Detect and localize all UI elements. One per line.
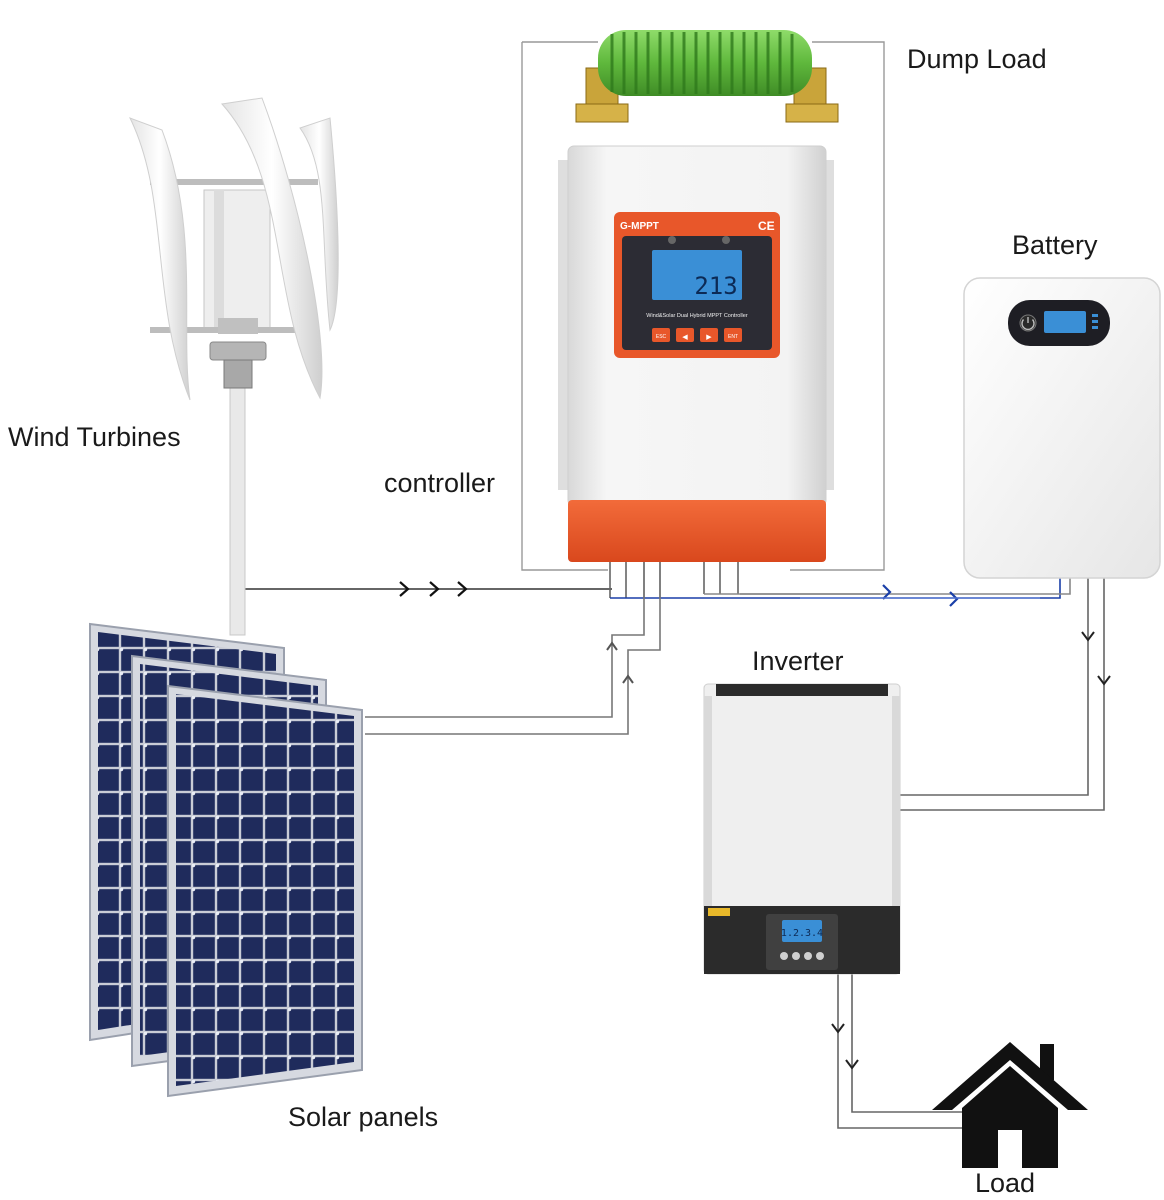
controller-group-border bbox=[521, 41, 885, 571]
solar-panels bbox=[89, 622, 363, 1098]
controller-terminals bbox=[609, 562, 739, 598]
controller-device: G-MPPT CE 213 Wind&Solar Dual Hybrid MPP… bbox=[558, 145, 834, 562]
battery-device bbox=[963, 277, 1161, 579]
inverter-device: 1.2.3.4 bbox=[703, 683, 901, 975]
wind-turbines-label: Wind Turbines bbox=[8, 422, 181, 452]
controller-lcd bbox=[652, 250, 742, 300]
inverter-lcd bbox=[782, 920, 822, 942]
battery-inverter-wire-1 bbox=[900, 578, 1089, 796]
controller-button-esc: ESC bbox=[656, 334, 667, 340]
battery-inverter-wire-2 bbox=[900, 578, 1105, 811]
controller-battery-wire-1 bbox=[610, 578, 1061, 599]
controller-buttons: ESC ◀ ▶ ENT bbox=[652, 328, 742, 342]
controller-ce-mark: CE bbox=[758, 219, 775, 233]
wind-wire-arrows bbox=[399, 581, 468, 597]
controller-model-text: Wind&Solar Dual Hybrid MPPT Controller bbox=[646, 313, 748, 319]
solar-controller-wire-2 bbox=[365, 562, 661, 735]
load-house-icon bbox=[932, 1042, 1088, 1168]
wiring bbox=[245, 562, 1111, 1129]
solar-panel-front bbox=[167, 684, 363, 1098]
controller-lcd-reading: 213 bbox=[694, 272, 737, 300]
controller-button-enter: ENT bbox=[728, 334, 738, 340]
controller-battery-wire-2 bbox=[704, 578, 1071, 595]
controller-label: controller bbox=[384, 468, 496, 498]
controller-brand: G-MPPT bbox=[620, 221, 659, 232]
battery-label: Battery bbox=[1012, 230, 1098, 260]
solar-controller-wire-1 bbox=[365, 562, 645, 718]
dump-load-resistor bbox=[575, 30, 839, 123]
inverter-load-wire-2 bbox=[851, 972, 962, 1113]
battery-lcd bbox=[1044, 311, 1086, 333]
solar-panels-label: Solar panels bbox=[288, 1102, 439, 1132]
wind-turbine-mast bbox=[229, 369, 246, 636]
inverter-label: Inverter bbox=[752, 646, 844, 676]
controller-button-left: ◀ bbox=[682, 333, 688, 341]
inverter-lcd-reading: 1.2.3.4 bbox=[781, 928, 823, 939]
wind-turbine bbox=[129, 97, 339, 636]
inverter-load-wire-1 bbox=[837, 972, 962, 1129]
inverter-buttons bbox=[780, 952, 824, 960]
controller-button-right: ▶ bbox=[706, 333, 712, 341]
dump-load-label: Dump Load bbox=[907, 44, 1047, 74]
load-label: Load bbox=[975, 1168, 1036, 1198]
